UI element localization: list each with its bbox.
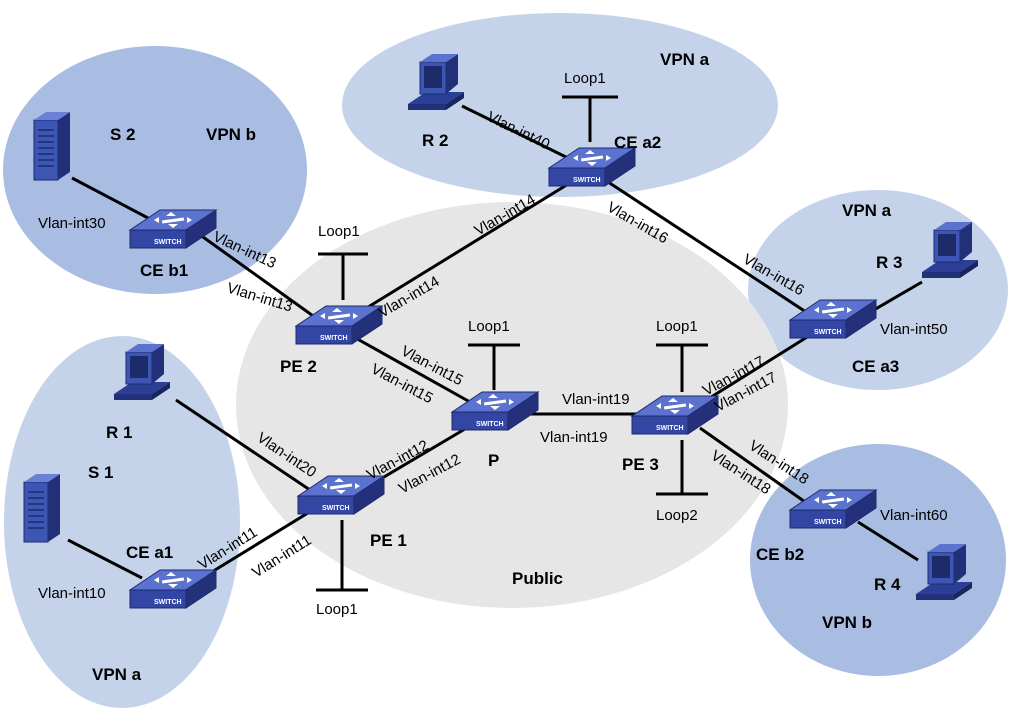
link-ceb2-r4 <box>857 520 919 562</box>
svg-text:SWITCH: SWITCH <box>154 239 182 246</box>
loop-label-pe3: Loop1 <box>656 318 698 335</box>
loop-label-pe2: Loop1 <box>318 223 360 240</box>
node-label-p: P <box>488 451 499 470</box>
link-cea1-s1 <box>67 538 143 580</box>
node-label-ce-a1: CE a1 <box>126 543 173 562</box>
node-label-ce-b2: CE b2 <box>756 545 804 564</box>
node-label-pe1: PE 1 <box>370 531 407 550</box>
node-label-s2: S 2 <box>110 125 136 144</box>
node-label-s1: S 1 <box>88 463 114 482</box>
node-label-r3: R 3 <box>876 253 902 272</box>
switch-icon[interactable]: SWITCH <box>451 391 539 431</box>
link-pe1-cea1 <box>201 506 317 580</box>
loop-label-cea2: Loop1 <box>564 70 606 87</box>
link-pe2-p <box>351 334 471 404</box>
switch-icon[interactable]: SWITCH <box>789 489 877 529</box>
switch-icon[interactable]: SWITCH <box>295 305 383 345</box>
svg-text:SWITCH: SWITCH <box>573 177 601 184</box>
vpn-b-right-label: VPN b <box>822 613 872 632</box>
link-r2-cea2 <box>461 104 569 160</box>
node-label-ce-a2: CE a2 <box>614 133 661 152</box>
switch-icon[interactable]: SWITCH <box>129 209 217 249</box>
link-r1-pe1 <box>175 398 317 496</box>
switch-icon[interactable]: SWITCH <box>631 395 719 435</box>
public-label: Public <box>512 569 563 588</box>
svg-text:SWITCH: SWITCH <box>656 425 684 432</box>
if-label-vlan60: Vlan-int60 <box>880 507 948 524</box>
if-label-vlan30: Vlan-int30 <box>38 215 106 232</box>
svg-text:SWITCH: SWITCH <box>154 599 182 606</box>
vpn-b-top-area <box>3 46 307 294</box>
node-label-ce-a3: CE a3 <box>852 357 899 376</box>
link-pe3-ceb2 <box>699 426 809 506</box>
link-pe2-cea2 <box>359 176 579 314</box>
svg-text:SWITCH: SWITCH <box>476 421 504 428</box>
node-label-r1: R 1 <box>106 423 132 442</box>
svg-text:SWITCH: SWITCH <box>322 505 350 512</box>
if-label-vlan13-bottom: Vlan-int13 <box>225 280 295 316</box>
svg-text:SWITCH: SWITCH <box>320 335 348 342</box>
node-label-pe3: PE 3 <box>622 455 659 474</box>
node-label-r2: R 2 <box>422 131 448 150</box>
if-label-vlan50: Vlan-int50 <box>880 321 948 338</box>
loop-label-pe1: Loop1 <box>316 601 358 618</box>
server-icon[interactable] <box>23 473 61 543</box>
link-ceb1-pe2 <box>195 230 317 320</box>
svg-text:SWITCH: SWITCH <box>814 329 842 336</box>
loop-label-pe3-2: Loop2 <box>656 507 698 524</box>
if-label-vlan19-bottom: Vlan-int19 <box>540 429 608 446</box>
link-cea2-cea3 <box>601 176 807 314</box>
switch-icon[interactable]: SWITCH <box>129 569 217 609</box>
svg-text:SWITCH: SWITCH <box>814 519 842 526</box>
if-label-vlan19-top: Vlan-int19 <box>562 391 630 408</box>
switch-icon[interactable]: SWITCH <box>297 475 385 515</box>
switch-icon[interactable]: SWITCH <box>789 299 877 339</box>
if-label-vlan10: Vlan-int10 <box>38 585 106 602</box>
vpn-a-top-label: VPN a <box>660 50 710 69</box>
vpn-b-top-label: VPN b <box>206 125 256 144</box>
vpn-a-right-label: VPN a <box>842 201 892 220</box>
vpn-a-left-area <box>4 336 240 708</box>
node-label-pe2: PE 2 <box>280 357 317 376</box>
loop-label-p: Loop1 <box>468 318 510 335</box>
node-label-ce-b1: CE b1 <box>140 261 188 280</box>
switch-icon[interactable]: SWITCH <box>548 147 636 187</box>
vpn-a-left-label: VPN a <box>92 665 142 684</box>
link-pe3-cea3 <box>699 332 813 406</box>
node-label-r4: R 4 <box>874 575 901 594</box>
if-label-vlan11-bottom: Vlan-int11 <box>249 532 314 582</box>
server-icon[interactable] <box>33 111 71 181</box>
link-ceb1-s2 <box>71 176 149 220</box>
